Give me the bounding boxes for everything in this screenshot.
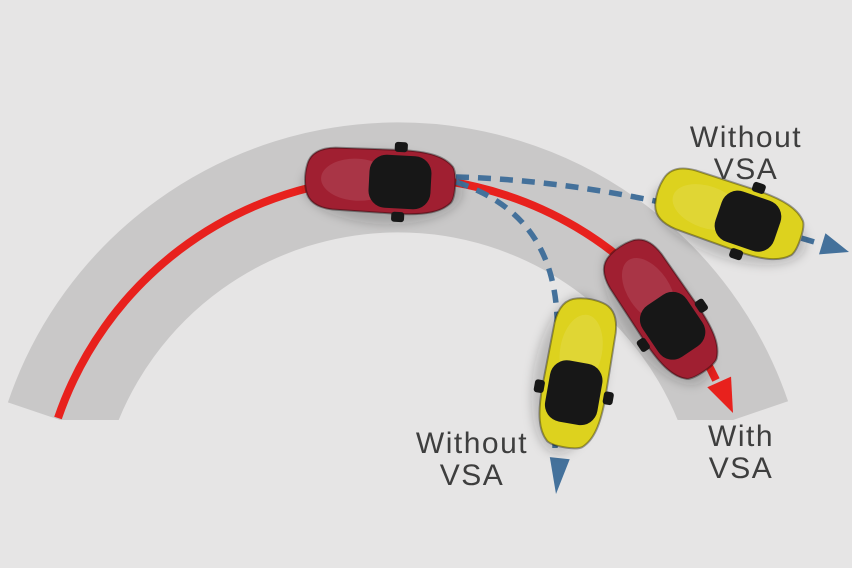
label-line: Without xyxy=(415,427,529,460)
label-line: VSA xyxy=(708,452,774,485)
without-vsa-path-top xyxy=(455,174,835,251)
yellow-car-skidding-bottom xyxy=(520,290,630,462)
with-vsa-arrowhead xyxy=(707,376,733,413)
label-line: VSA xyxy=(439,459,505,492)
without-vsa-arrowhead-right xyxy=(819,233,849,255)
label-without-vsa-bottom: Without VSA xyxy=(416,428,528,492)
label-with-vsa-bottom-right: With VSA xyxy=(708,421,774,485)
label-without-vsa-top-right: Without VSA xyxy=(690,122,802,186)
label-line: With xyxy=(708,420,774,453)
label-line: Without xyxy=(689,121,803,154)
label-line: VSA xyxy=(713,153,779,186)
without-vsa-arrowhead-down xyxy=(549,457,570,494)
